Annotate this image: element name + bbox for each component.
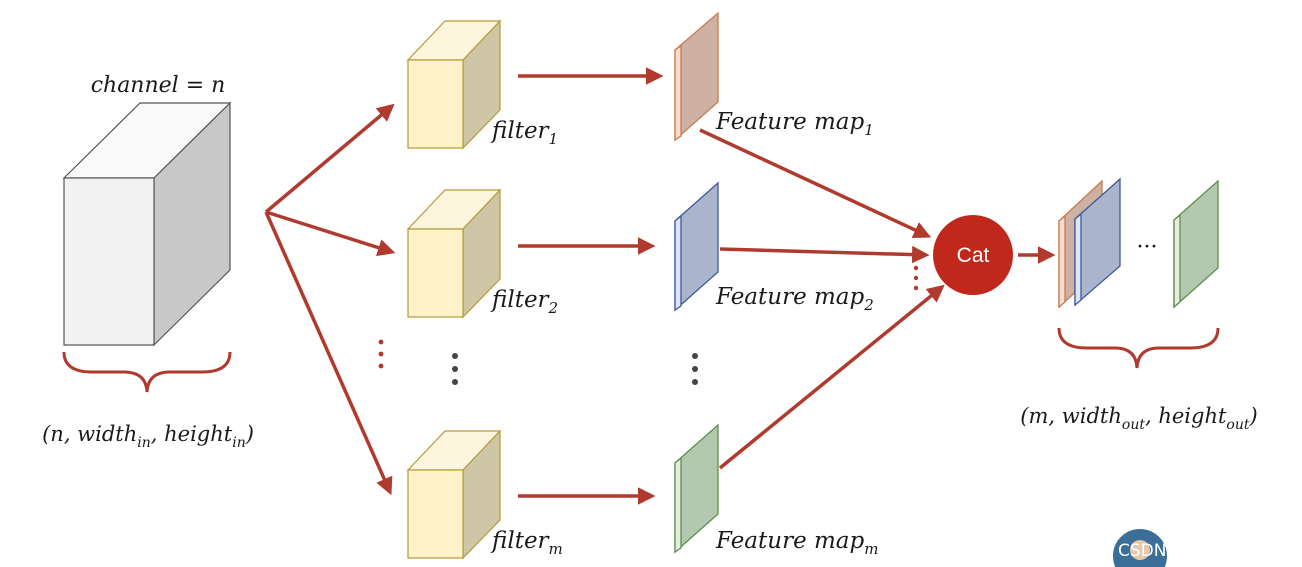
ellipsis-dot xyxy=(378,363,384,369)
filter-to-map-arrows xyxy=(518,67,664,505)
output-map-2 xyxy=(1074,177,1121,307)
fan-out-arrows xyxy=(264,103,396,496)
filter-1-front xyxy=(407,59,464,149)
arrow-input-to-filter-1 xyxy=(264,103,395,214)
channel-label: channel = n xyxy=(91,73,226,98)
ellipsis-dot xyxy=(378,339,384,345)
arrow-input-to-filter-m xyxy=(264,211,393,496)
ellipsis-dot xyxy=(913,275,919,281)
ellipsis-to-cat xyxy=(913,265,919,291)
input-cube-front xyxy=(63,177,155,346)
input-shape-label: (n, widthin, heightin) xyxy=(42,422,254,451)
ellipsis-dot xyxy=(913,285,919,291)
output-brace xyxy=(1057,327,1220,369)
ellipsis-feature-maps xyxy=(692,353,698,385)
filter-label-m: filterm xyxy=(490,528,563,558)
feature-map-m-edge xyxy=(674,456,682,554)
watermark: CSDN @旺仔喔喔糖 xyxy=(1111,527,1274,567)
ellipsis-dot xyxy=(452,353,458,359)
cat-node: Cat xyxy=(933,215,1013,295)
feature-map-label-m: Feature mapm xyxy=(715,528,878,558)
filter-cube-m xyxy=(406,429,502,560)
feature-map-1-edge xyxy=(674,44,682,142)
filter-label-2: filter2 xyxy=(490,287,558,317)
ellipsis-filters xyxy=(452,353,458,385)
arrow-map-2-to-cat xyxy=(719,245,930,264)
ellipsis-dot xyxy=(452,366,458,372)
filter-cube-1 xyxy=(406,19,502,150)
feature-map-2-edge xyxy=(674,214,682,312)
cat-circle xyxy=(933,215,1013,295)
filter-2-front xyxy=(407,228,464,318)
feature-map-2 xyxy=(674,181,719,312)
ellipsis-dot xyxy=(913,265,919,271)
feature-map-m xyxy=(674,423,719,554)
output-map-m-edge xyxy=(1173,213,1181,309)
watermark-badge: CSDN xyxy=(1118,541,1166,561)
output-map-m xyxy=(1173,179,1219,309)
ellipsis-fan-out xyxy=(378,339,384,369)
cat-label: Cat xyxy=(957,244,990,267)
output-ellipsis: ··· xyxy=(1137,235,1158,260)
output-shape-label: (m, widthout, heightout) xyxy=(1020,404,1257,433)
filter-label-1: filter1 xyxy=(490,118,558,148)
filter-cube-2 xyxy=(406,188,502,319)
watermark-text: @旺仔喔喔糖 xyxy=(1172,541,1274,561)
ellipsis-dot xyxy=(692,353,698,359)
ellipsis-dot xyxy=(378,351,384,357)
output-map-2-edge xyxy=(1074,212,1082,307)
arrow-map-1-to-cat xyxy=(699,128,932,239)
feature-map-1 xyxy=(674,11,719,142)
output-map-1-edge xyxy=(1058,214,1066,309)
feature-map-label-1: Feature map1 xyxy=(715,109,874,139)
filter-m-front xyxy=(407,469,464,559)
avatar-face xyxy=(1130,540,1150,560)
input-brace xyxy=(62,351,232,393)
feature-map-label-2: Feature map2 xyxy=(715,284,874,314)
ellipsis-dot xyxy=(692,379,698,385)
ellipsis-dot xyxy=(692,366,698,372)
map-to-cat-arrows xyxy=(699,128,945,470)
input-volume xyxy=(62,101,232,347)
arrow-input-to-filter-2 xyxy=(265,210,396,257)
arrow-map-m-to-cat xyxy=(718,284,945,470)
ellipsis-dot xyxy=(452,379,458,385)
